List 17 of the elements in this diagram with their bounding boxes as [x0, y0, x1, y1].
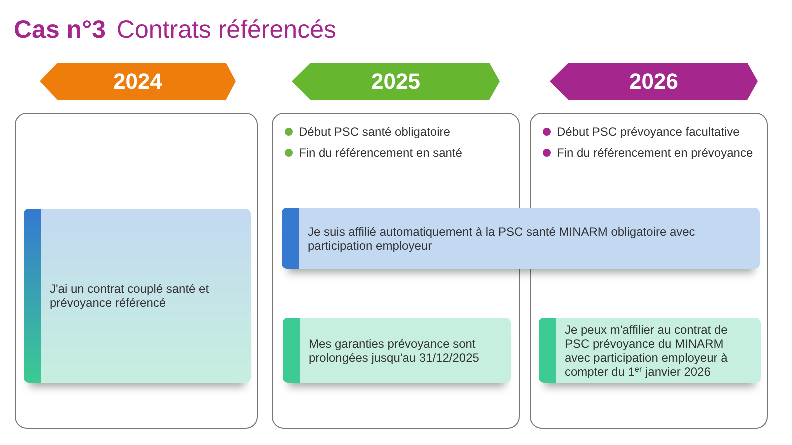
year-banner: 2025	[292, 63, 500, 100]
info-card	[24, 209, 251, 383]
bullet-text: Début PSC santé obligatoire	[299, 124, 450, 141]
bullet-text: Début PSC prévoyance facultative	[557, 124, 740, 141]
year-banner: 2026	[550, 63, 758, 100]
card-text: Je suis affilié automatiquement à la PSC santé MINARM obligatoire avec participation employeur	[308, 224, 696, 252]
year-banner: 2024	[40, 63, 236, 100]
card-text: J'ai un contrat couplé santé et prévoyance référencé	[50, 282, 210, 310]
bullet-text: Fin du référencement en prévoyance	[557, 145, 754, 162]
info-card	[539, 318, 761, 383]
info-card	[282, 208, 760, 269]
year-column	[15, 113, 258, 429]
info-card	[283, 318, 511, 383]
card-text: Je peux m'affilier au contrat de PSC prévoyance du MINARM avec participation employeur à compter du 1$^{er}$ janvier 2026	[565, 322, 729, 378]
page-title: Cas n°3 Contrats référencés	[14, 15, 336, 46]
card-text: Mes garanties prévoyance sont prolongées jusqu'au 31/12/2025	[309, 336, 480, 364]
bullet-text: Fin du référencement en santé	[299, 145, 462, 162]
